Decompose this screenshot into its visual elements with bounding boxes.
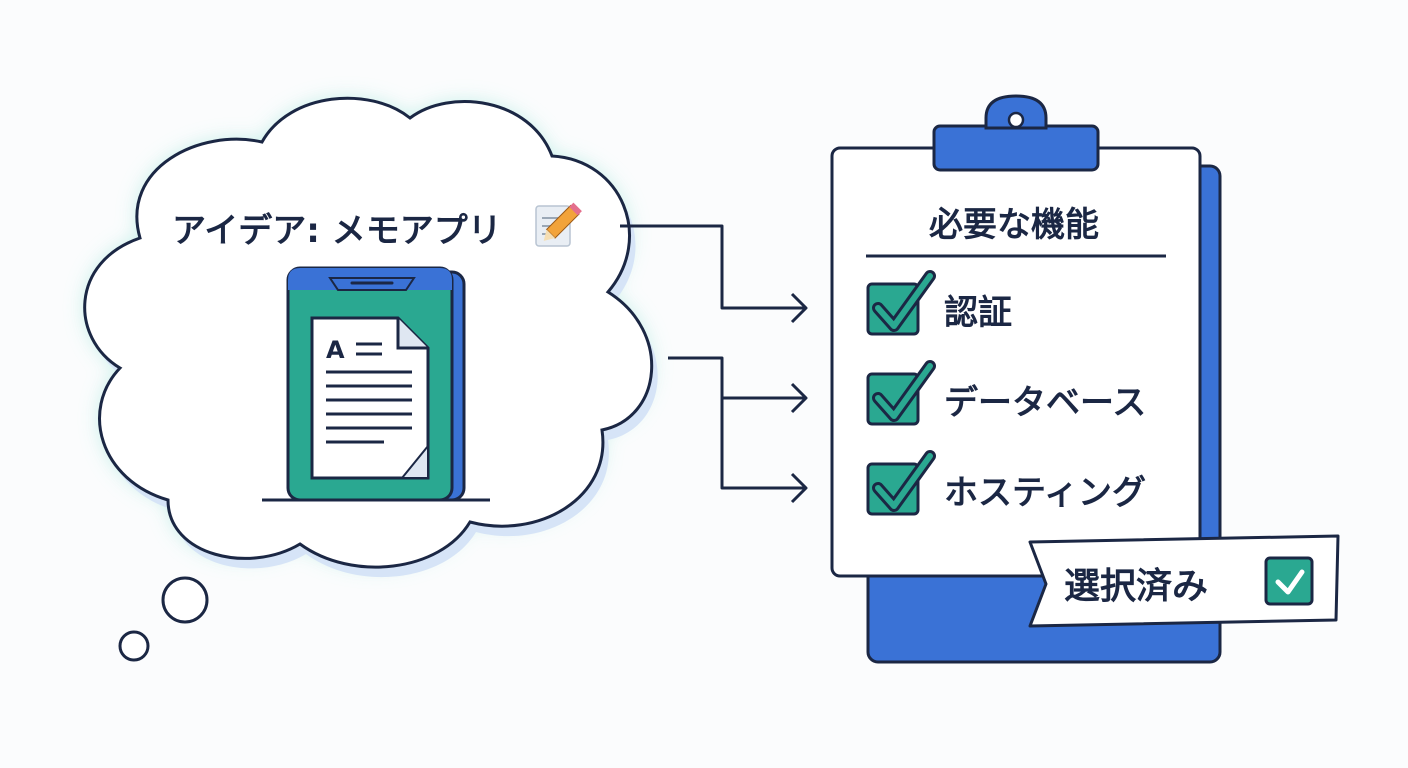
thought-bubble-medium: [161, 576, 209, 624]
checkbox-checked: [866, 372, 920, 426]
connector-arrows: [620, 224, 808, 504]
thought-cloud: [83, 96, 658, 578]
checklist-item-label: データベース: [944, 383, 1146, 423]
checklist-item: 認証: [866, 270, 1012, 336]
selected-banner: 選択済み: [1028, 534, 1340, 628]
memo-pencil-icon: [535, 202, 582, 247]
checklist-item-label: 認証: [944, 293, 1012, 333]
doc-glyph: A: [326, 336, 345, 364]
features-heading: 必要な機能: [929, 205, 1099, 245]
check-icon: [1275, 569, 1305, 595]
checkbox-checked: [866, 282, 920, 336]
selected-banner-label: 選択済み: [1064, 566, 1208, 607]
checkbox-checked: [866, 462, 920, 516]
thought-bubble-small: [118, 630, 150, 662]
phone-memo-app-icon: A: [262, 266, 490, 502]
idea-title: アイデア: メモアプリ: [172, 211, 502, 251]
checklist-item: ホスティング: [866, 450, 1146, 516]
checklist-item: データベース: [866, 360, 1146, 426]
checklist-item-label: ホスティング: [944, 473, 1146, 513]
banner-checkbox: [1264, 556, 1314, 606]
